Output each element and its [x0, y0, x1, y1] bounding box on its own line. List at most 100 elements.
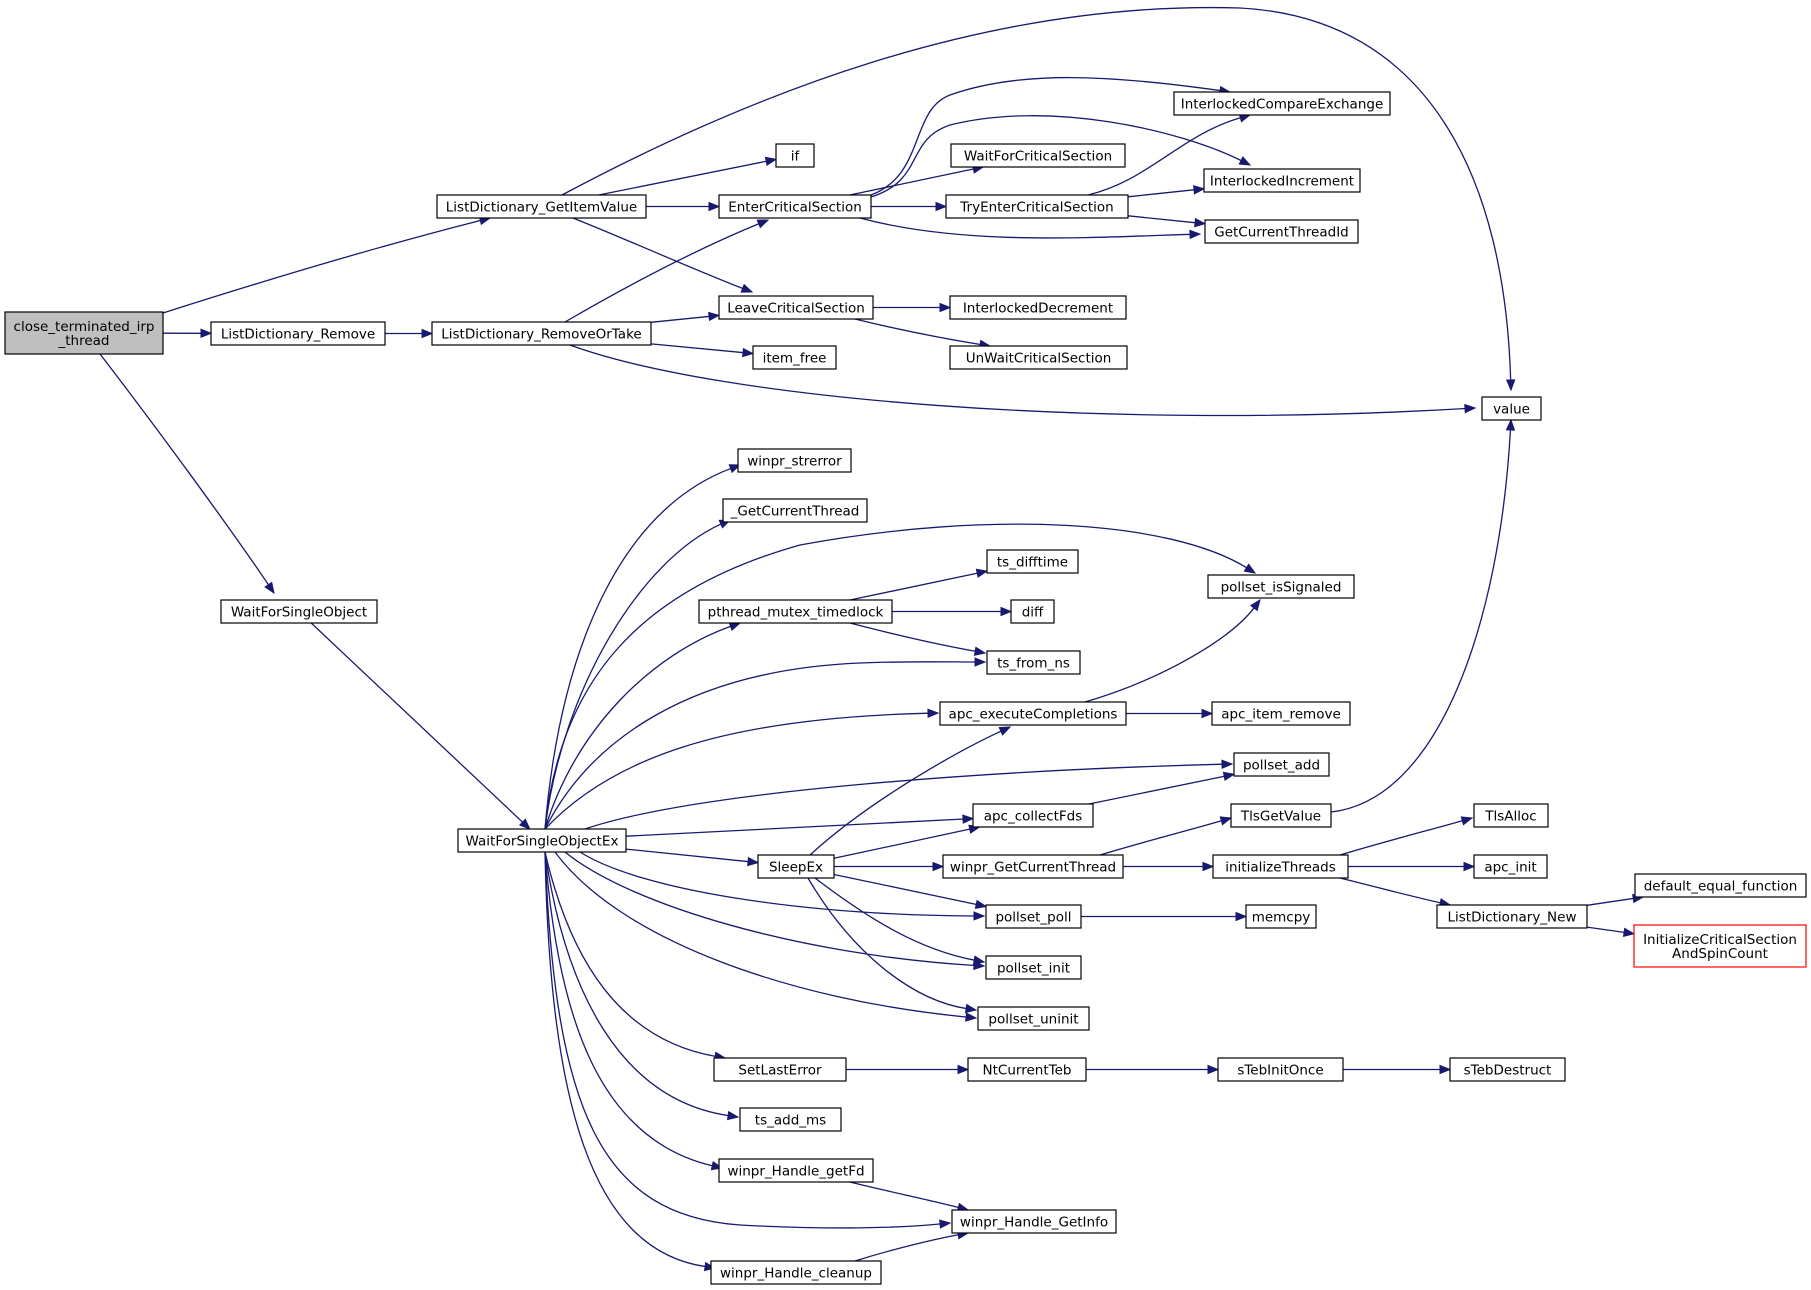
- node-box: [713, 1057, 847, 1082]
- node-setlasterror[interactable]: SetLastError: [713, 1057, 847, 1082]
- edge-arrowhead: [1193, 185, 1206, 195]
- edge-line: [650, 315, 711, 323]
- node-apc-collectfds[interactable]: apc_collectFds: [972, 803, 1094, 828]
- node-stebinitonce[interactable]: sTebInitOnce: [1217, 1057, 1344, 1082]
- node-box: [737, 448, 852, 473]
- node-box: [945, 194, 1129, 219]
- node-listdictionary-removeortake[interactable]: ListDictionary_RemoveOrTake: [431, 321, 652, 346]
- edge-arrowhead: [1189, 229, 1202, 240]
- node-label: default_equal_function: [1644, 879, 1798, 895]
- edge-sTebInitOnce-to-sTebDestruct: [1343, 1064, 1452, 1075]
- edge-EnterCriticalSection-to-GetCurrentThreadId: [859, 217, 1202, 240]
- node-interlockeddecrement[interactable]: InterlockedDecrement: [949, 295, 1127, 320]
- edge-pollset_poll-to-memcpy: [1081, 911, 1248, 922]
- node-unwaitcriticalsection[interactable]: UnWaitCriticalSection: [949, 345, 1128, 370]
- node-entercriticalsection[interactable]: EnterCriticalSection: [718, 194, 872, 219]
- node-box: [942, 854, 1124, 879]
- node-winpr-getcurrentthread[interactable]: winpr_GetCurrentThread: [942, 854, 1124, 879]
- node-winpr-handle-getfd[interactable]: winpr_Handle_getFd: [718, 1158, 874, 1183]
- node-box: [1173, 91, 1391, 116]
- edge-arrowhead: [756, 219, 770, 229]
- node-winpr-handle-cleanup[interactable]: winpr_Handle_cleanup: [710, 1260, 882, 1285]
- node-apc-item-remove[interactable]: apc_item_remove: [1211, 701, 1351, 726]
- node-label: AndSpinCount: [1672, 946, 1768, 962]
- node-box: [1245, 904, 1317, 929]
- node-tryentercriticalsection[interactable]: TryEnterCriticalSection: [945, 194, 1129, 219]
- edge-line: [849, 622, 977, 653]
- edge-line: [584, 763, 1224, 830]
- node-box: [4, 311, 164, 355]
- node-close-terminated-irp-thread[interactable]: close_terminated_irp_thread: [4, 311, 164, 355]
- node-label: InitializeCriticalSection: [1643, 932, 1797, 948]
- node-interlockedincrement[interactable]: InterlockedIncrement: [1203, 168, 1361, 193]
- node-winpr-handle-getinfo[interactable]: winpr_Handle_GetInfo: [951, 1209, 1117, 1234]
- node-getcurrentthreadid[interactable]: GetCurrentThreadId: [1204, 219, 1359, 244]
- node-ts-difftime[interactable]: ts_difftime: [986, 549, 1079, 574]
- node-stebdestruct[interactable]: sTebDestruct: [1449, 1057, 1566, 1082]
- edge-WaitForSingleObjectEx-to-pollset_poll: [579, 851, 986, 921]
- node--getcurrentthread[interactable]: _GetCurrentThread: [722, 498, 868, 523]
- node-ntcurrentteb[interactable]: NtCurrentTeb: [967, 1057, 1087, 1082]
- node-tlsgetvalue[interactable]: TlsGetValue: [1230, 803, 1332, 828]
- edge-arrowhead: [973, 646, 987, 656]
- node-label: ts_from_ns: [997, 656, 1070, 672]
- node-leavecriticalsection[interactable]: LeaveCriticalSection: [718, 295, 874, 320]
- edge-WaitForSingleObjectEx-to-SetLastError: [544, 851, 727, 1061]
- node-pollset-uninit[interactable]: pollset_uninit: [977, 1006, 1090, 1031]
- node-waitforsingleobject[interactable]: WaitForSingleObject: [220, 599, 378, 624]
- node-waitforsingleobjectex[interactable]: WaitForSingleObjectEx: [457, 828, 627, 853]
- edge-WaitForSingleObjectEx-to-winpr_Handle_cleanup: [544, 851, 717, 1272]
- node-label: ts_add_ms: [755, 1113, 826, 1129]
- node-label: TlsAlloc: [1484, 809, 1536, 825]
- node-apc-init[interactable]: apc_init: [1473, 854, 1548, 879]
- node-memcpy[interactable]: memcpy: [1245, 904, 1317, 929]
- edge-SleepEx-to-pollset_uninit: [807, 877, 978, 1014]
- node-label: EnterCriticalSection: [728, 200, 862, 216]
- node-initializethreads[interactable]: initializeThreads: [1212, 854, 1349, 879]
- node-sleepex[interactable]: SleepEx: [757, 854, 835, 879]
- node-pollset-add[interactable]: pollset_add: [1233, 752, 1330, 777]
- node-pthread-mutex-timedlock[interactable]: pthread_mutex_timedlock: [698, 599, 893, 624]
- node-listdictionary-getitemvalue[interactable]: ListDictionary_GetItemValue: [436, 194, 647, 219]
- node-listdictionary-remove[interactable]: ListDictionary_Remove: [210, 321, 386, 346]
- edge-line: [807, 877, 968, 1010]
- node-pollset-issignaled[interactable]: pollset_isSignaled: [1207, 574, 1355, 599]
- node-label: TryEnterCriticalSection: [959, 200, 1113, 216]
- edge-arrowhead: [200, 328, 213, 339]
- edge-LeaveCriticalSection-to-InterlockedDecrement: [873, 302, 952, 313]
- edge-arrowhead: [1464, 403, 1477, 414]
- edge-arrowhead: [939, 1219, 952, 1229]
- edge-arrowhead: [1201, 708, 1214, 719]
- node-item-free[interactable]: item_free: [752, 345, 837, 370]
- node-label: _thread: [57, 333, 109, 349]
- node-box: [950, 143, 1126, 168]
- node-pollset-poll[interactable]: pollset_poll: [985, 904, 1082, 929]
- node-pollset-init[interactable]: pollset_init: [985, 955, 1082, 980]
- node-box: [210, 321, 386, 346]
- node-if[interactable]: if: [775, 143, 815, 168]
- node-tlsalloc[interactable]: TlsAlloc: [1473, 803, 1549, 828]
- node-value[interactable]: value: [1481, 396, 1542, 421]
- edge-arrowhead: [1505, 379, 1516, 392]
- edge-WaitForSingleObjectEx-to-apc_executeCompletions: [544, 708, 940, 830]
- edge-close_terminated_irp_thread-to-ListDictionary_Remove: [162, 328, 213, 339]
- edge-arrowhead: [927, 708, 940, 718]
- edge-SleepEx-to-pollset_poll: [833, 873, 988, 909]
- node-interlockedcompareexchange[interactable]: InterlockedCompareExchange: [1173, 91, 1391, 116]
- node-ts-from-ns[interactable]: ts_from_ns: [986, 650, 1081, 675]
- node-diff[interactable]: diff: [1010, 599, 1055, 624]
- node-apc-executecompletions[interactable]: apc_executeCompletions: [939, 701, 1127, 726]
- node-waitforcriticalsection[interactable]: WaitForCriticalSection: [950, 143, 1126, 168]
- edge-EnterCriticalSection-to-TryEnterCriticalSection: [871, 201, 948, 212]
- edge-arrowhead: [708, 201, 721, 212]
- node-ts-add-ms[interactable]: ts_add_ms: [739, 1107, 842, 1132]
- edge-line: [561, 6, 1512, 382]
- node-winpr-strerror[interactable]: winpr_strerror: [737, 448, 852, 473]
- node-listdictionary-new[interactable]: ListDictionary_New: [1436, 904, 1588, 929]
- edge-SleepEx-to-pollset_init: [814, 877, 986, 965]
- node-box: [775, 143, 815, 168]
- node-box: [967, 1057, 1087, 1082]
- node-label: LeaveCriticalSection: [727, 301, 865, 317]
- node-default-equal-function[interactable]: default_equal_function: [1634, 873, 1807, 898]
